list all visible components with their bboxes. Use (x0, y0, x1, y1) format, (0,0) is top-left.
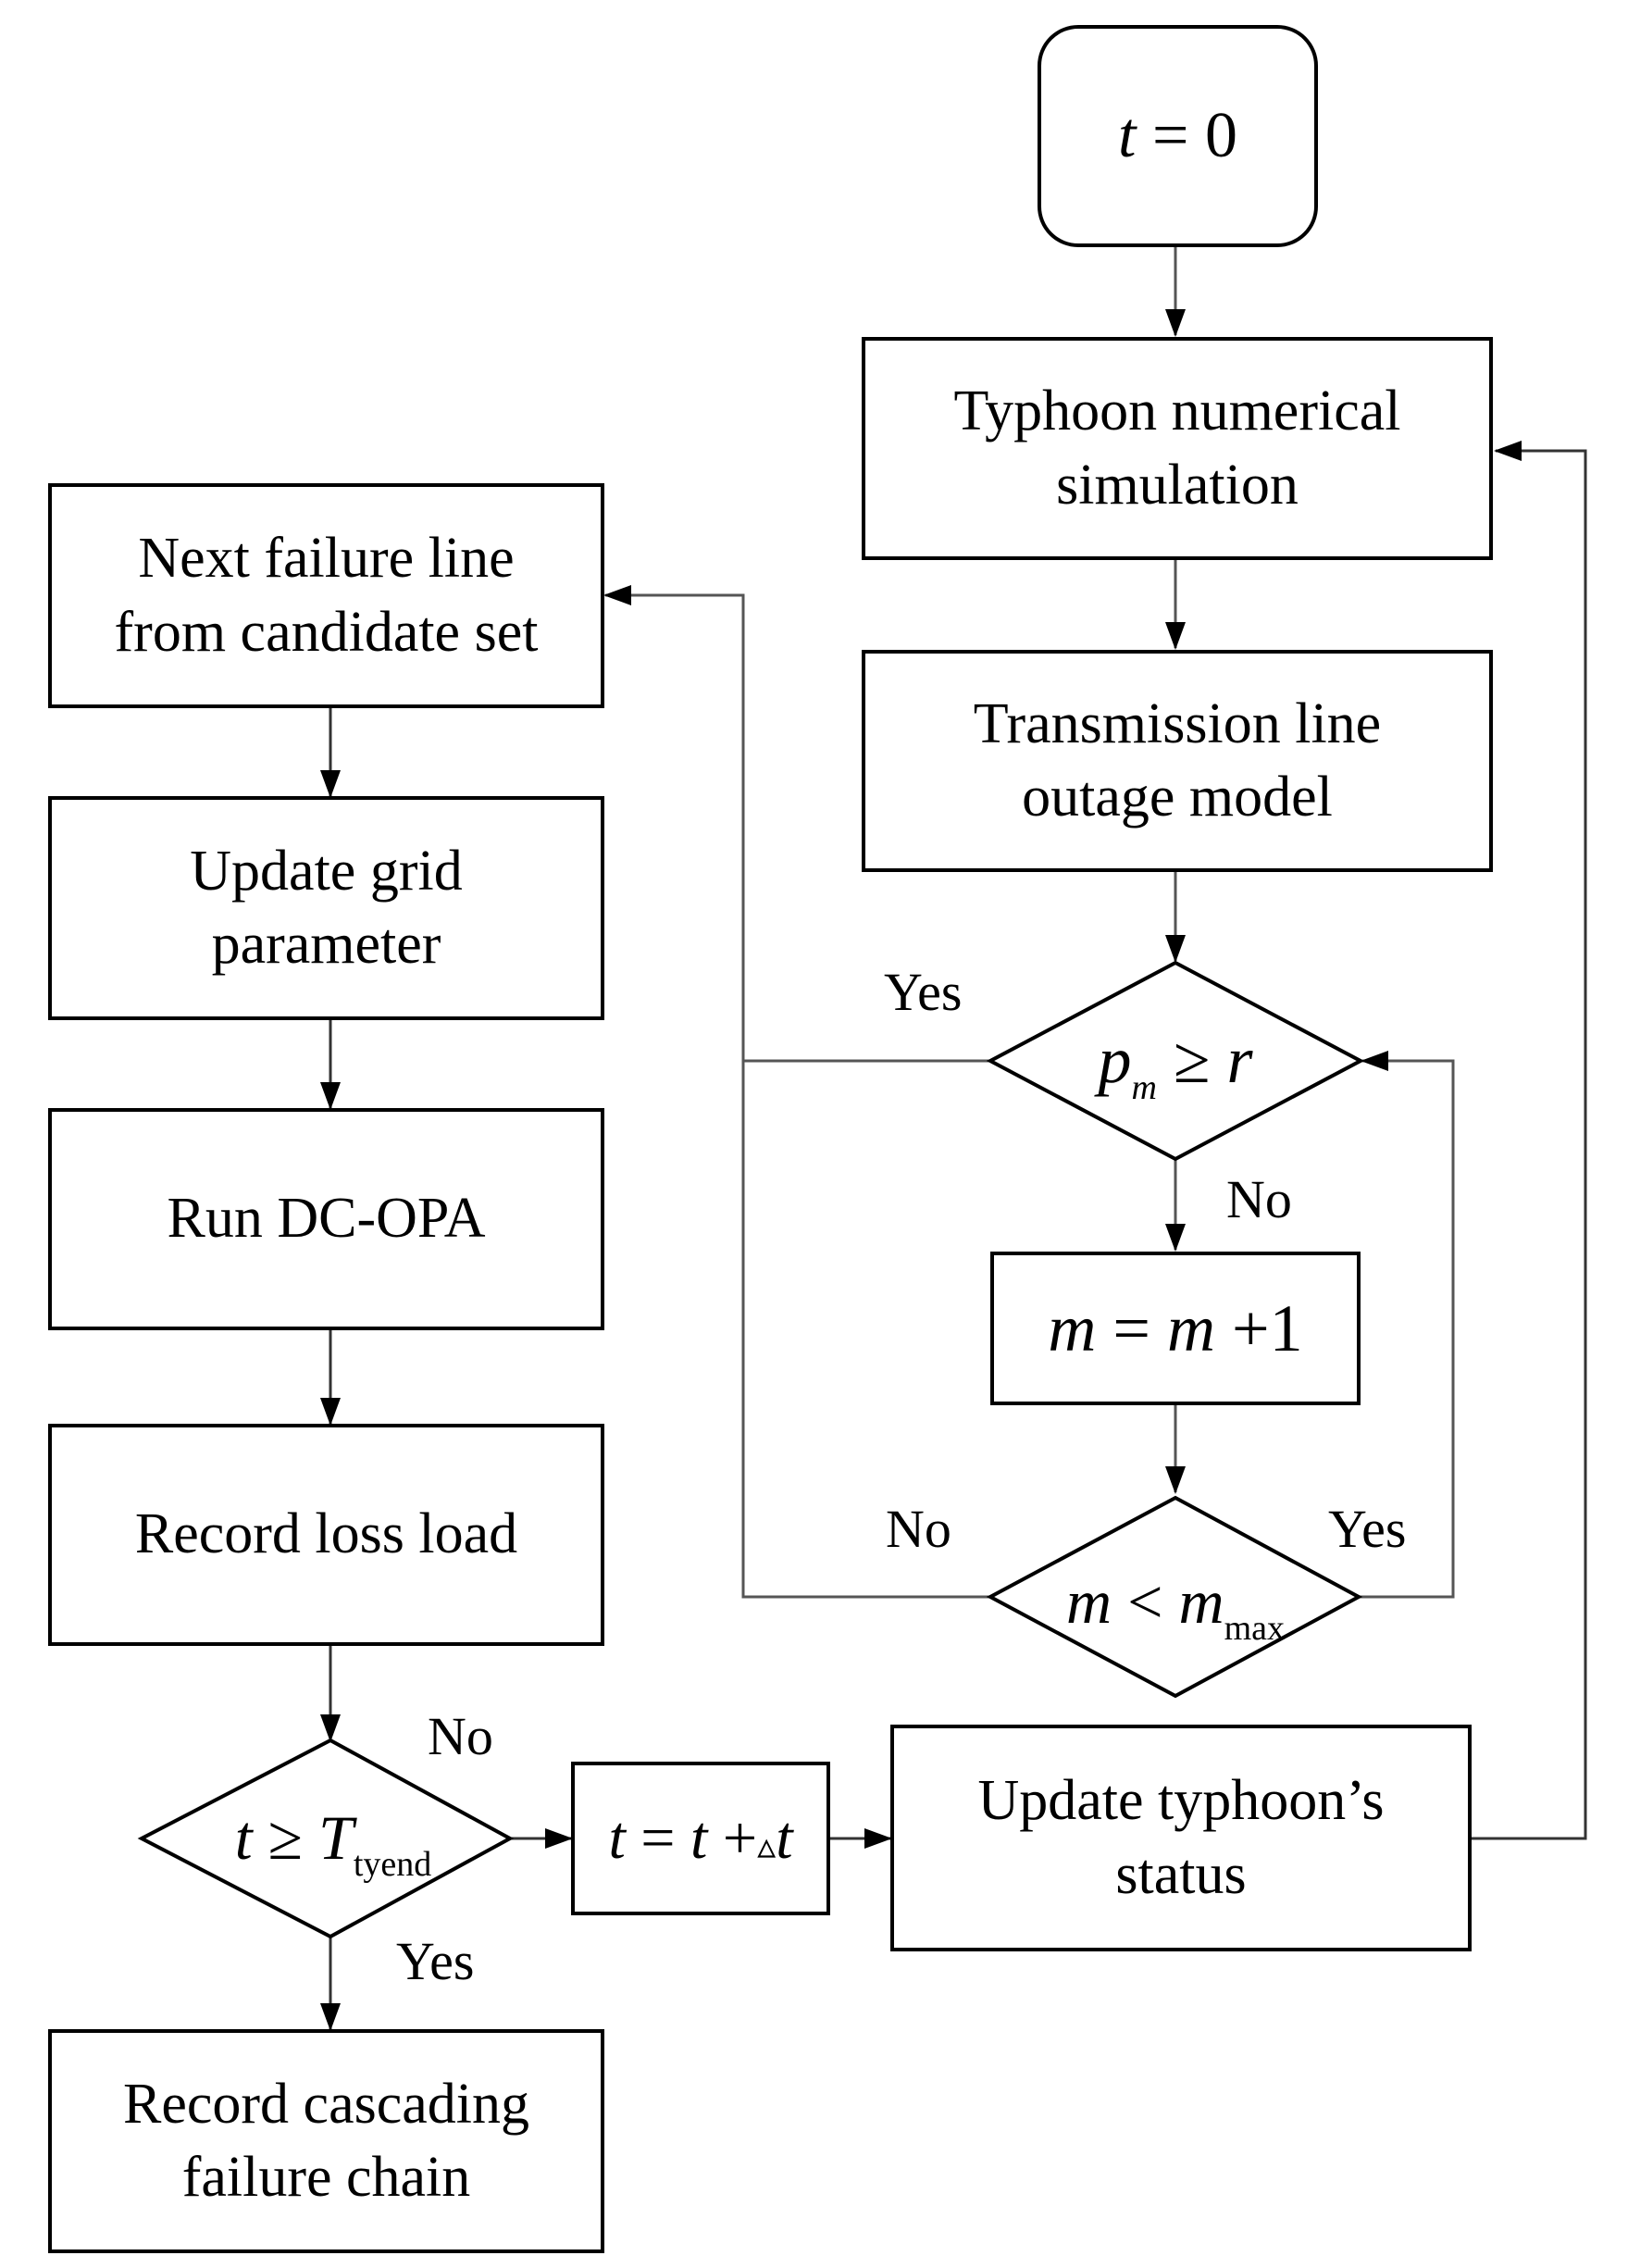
outage-model-box: Transmission line outage model (862, 650, 1493, 872)
typhoon-simulation-box: Typhoon numerical simulation (862, 337, 1493, 560)
label-t-yes: Yes (396, 1931, 475, 1991)
run-dcopa-text: Run DC-OPA (167, 1187, 486, 1251)
run-dcopa-box: Run DC-OPA (48, 1108, 604, 1330)
record-loss-box: Record loss load (48, 1424, 604, 1646)
label-m-no: No (886, 1499, 951, 1559)
decision-m-diamond (986, 1495, 1363, 1699)
arrow-p-yes-to-next-failure (603, 585, 990, 1063)
decision-p-diamond (986, 960, 1365, 1162)
increment-m-box: m = m +1 (990, 1252, 1361, 1405)
next-failure-text: Next failure line from candidate set (114, 527, 539, 664)
record-loss-text: Record loss load (134, 1502, 518, 1566)
decision-m-text: m < mmax (1065, 1565, 1285, 1648)
label-t-no: No (428, 1706, 493, 1766)
typhoon-simulation-text: Typhoon numerical simulation (953, 380, 1401, 517)
outage-model-text: Transmission line outage model (973, 692, 1382, 829)
decision-t-text: t ≥ Ttyend (234, 1801, 432, 1884)
label-p-yes: Yes (884, 962, 963, 1022)
decision-p-text: pm ≥ r (1098, 1022, 1253, 1107)
update-typhoon-box: Update typhoon’s status (890, 1725, 1472, 1951)
decision-t-diamond (137, 1738, 515, 1939)
record-chain-box: Record cascading failure chain (48, 2029, 604, 2253)
line-m-no-to-junction (741, 1061, 990, 1599)
increment-t-box: t = t +▵t (571, 1762, 830, 1915)
arrow-m-yes-to-decision-p (1359, 1051, 1455, 1599)
start-node: t = 0 (1038, 25, 1318, 247)
next-failure-box: Next failure line from candidate set (48, 483, 604, 708)
update-typhoon-text: Update typhoon’s status (977, 1769, 1385, 1906)
update-grid-box: Update grid parameter (48, 796, 604, 1020)
update-grid-text: Update grid parameter (190, 839, 463, 976)
label-p-no: No (1226, 1169, 1292, 1229)
record-chain-text: Record cascading failure chain (123, 2072, 529, 2209)
arrow-update-typhoon-to-sim (1472, 441, 1587, 1840)
label-m-yes: Yes (1328, 1499, 1407, 1559)
